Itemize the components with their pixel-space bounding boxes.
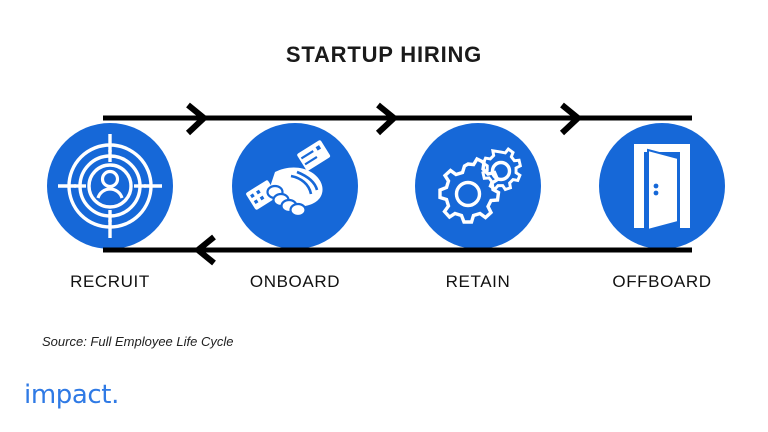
stage-label-onboard: ONBOARD (249, 272, 341, 291)
arrowhead-right-2 (375, 102, 399, 136)
top-flow-line (103, 102, 692, 136)
arrowhead-left-1 (193, 234, 216, 266)
gears-icon (438, 147, 523, 224)
page-title: STARTUP HIRING (285, 42, 483, 67)
bottom-flow-line (103, 234, 692, 266)
open-door-icon (634, 144, 690, 232)
stage-label-offboard: OFFBOARD (612, 272, 712, 291)
arrowhead-right-3 (559, 102, 583, 136)
handshake-icon (246, 140, 331, 218)
stage-label-retain: RETAIN (445, 272, 511, 291)
target-person-icon (58, 134, 162, 238)
stage-label-recruit: RECRUIT (70, 272, 150, 291)
arrowhead-right-1 (185, 102, 209, 136)
brand-logo: impact. (24, 380, 119, 410)
source-note: Source: Full Employee Life Cycle (42, 334, 234, 349)
